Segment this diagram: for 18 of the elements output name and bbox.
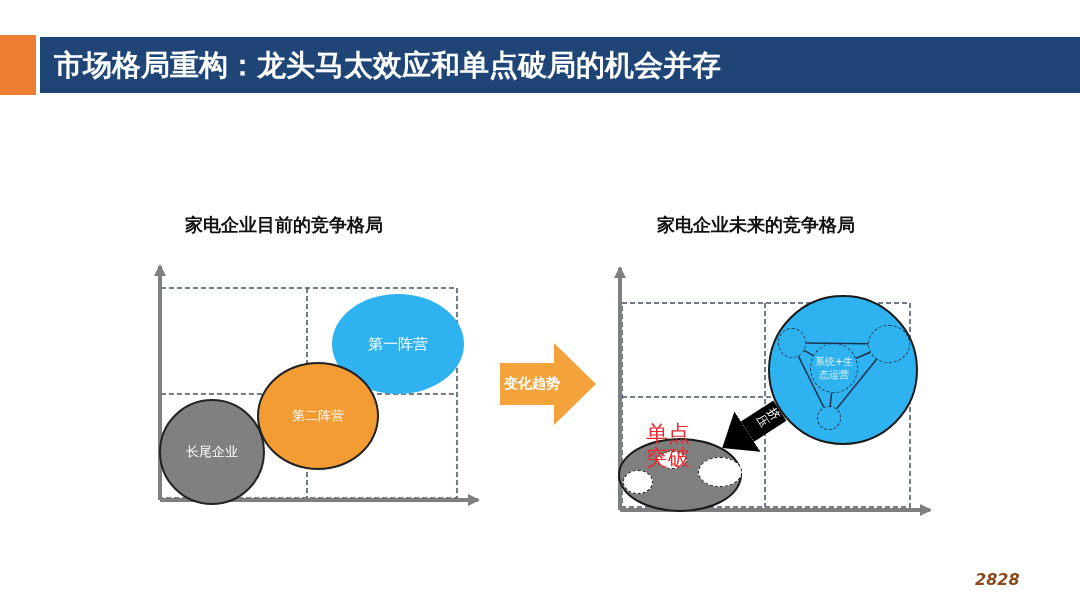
block-arrow — [722, 400, 787, 452]
ellipse: 第二阵营 — [257, 362, 379, 470]
connector-line — [797, 355, 825, 408]
connector-line — [855, 351, 871, 360]
ellipse: 长尾企业 — [159, 399, 265, 505]
connector-line — [835, 358, 878, 410]
block-arrow: 变化趋势 — [500, 343, 596, 425]
ellipse — [698, 457, 742, 487]
page-number: 2828 — [975, 570, 1020, 589]
connector-line — [829, 392, 833, 407]
ellipse: 第一阵营 — [332, 294, 464, 394]
ellipse — [623, 470, 653, 494]
connector-line — [805, 342, 869, 345]
slide-title: 市场格局重构：龙头马太效应和单点破局的机会并存 — [54, 47, 721, 84]
edge-label: 挤压 — [753, 405, 784, 431]
chart-heading: 家电企业未来的竞争格局 — [657, 213, 855, 237]
chart-heading: 家电企业目前的竞争格局 — [185, 213, 383, 237]
connector-line — [803, 349, 814, 357]
